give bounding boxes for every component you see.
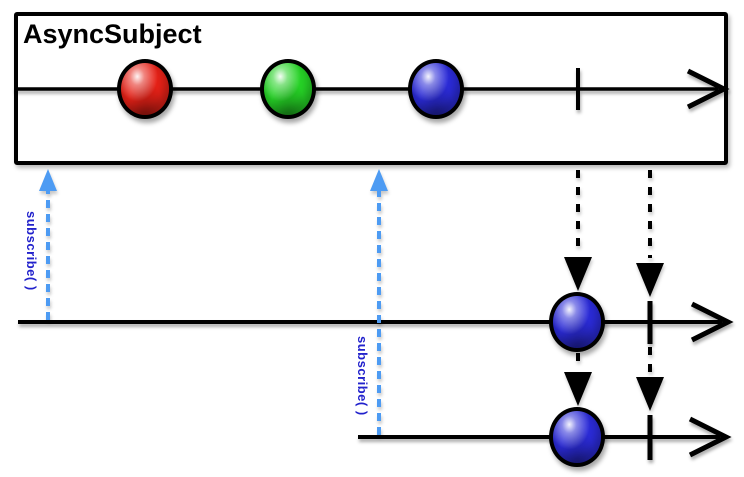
emission-arrow-value-sub1 bbox=[564, 170, 592, 291]
subscribe-arrow-1-arrowhead-icon bbox=[39, 169, 57, 191]
subscribe-arrow-1 bbox=[39, 169, 57, 320]
subscriber2-timeline-arrowhead-icon bbox=[688, 416, 732, 458]
source-red-marble-icon bbox=[117, 59, 173, 119]
subscriber1-timeline-arrowhead-icon bbox=[690, 301, 734, 343]
subscribe-arrow-2 bbox=[370, 169, 388, 435]
source-timeline-arrowhead-icon bbox=[686, 68, 730, 110]
subscribe-label-1: subscribe( ) bbox=[24, 211, 39, 291]
emission-arrow-value-sub1-arrowhead-icon bbox=[564, 257, 592, 291]
emission-arrow-value-sub2 bbox=[564, 353, 592, 406]
subscriber2-timeline-group bbox=[358, 415, 732, 460]
emission-arrow-complete-sub1 bbox=[636, 170, 664, 297]
emission-arrow-complete-sub2 bbox=[636, 347, 664, 411]
source-green-marble-icon bbox=[260, 59, 316, 119]
subscribe-label-2: subscribe( ) bbox=[355, 336, 370, 416]
subscribe-arrow-2-arrowhead-icon bbox=[370, 169, 388, 191]
emission-arrow-complete-sub2-arrowhead-icon bbox=[636, 377, 664, 411]
subscriber1-blue-marble-icon bbox=[549, 292, 605, 352]
diagram-title: AsyncSubject bbox=[23, 19, 202, 49]
subscriber1-timeline-group bbox=[18, 301, 734, 344]
emission-arrow-value-sub2-arrowhead-icon bbox=[564, 372, 592, 406]
subscriber2-blue-marble-icon bbox=[549, 407, 605, 467]
source-blue-marble-icon bbox=[408, 59, 464, 119]
emission-arrow-complete-sub1-arrowhead-icon bbox=[636, 263, 664, 297]
